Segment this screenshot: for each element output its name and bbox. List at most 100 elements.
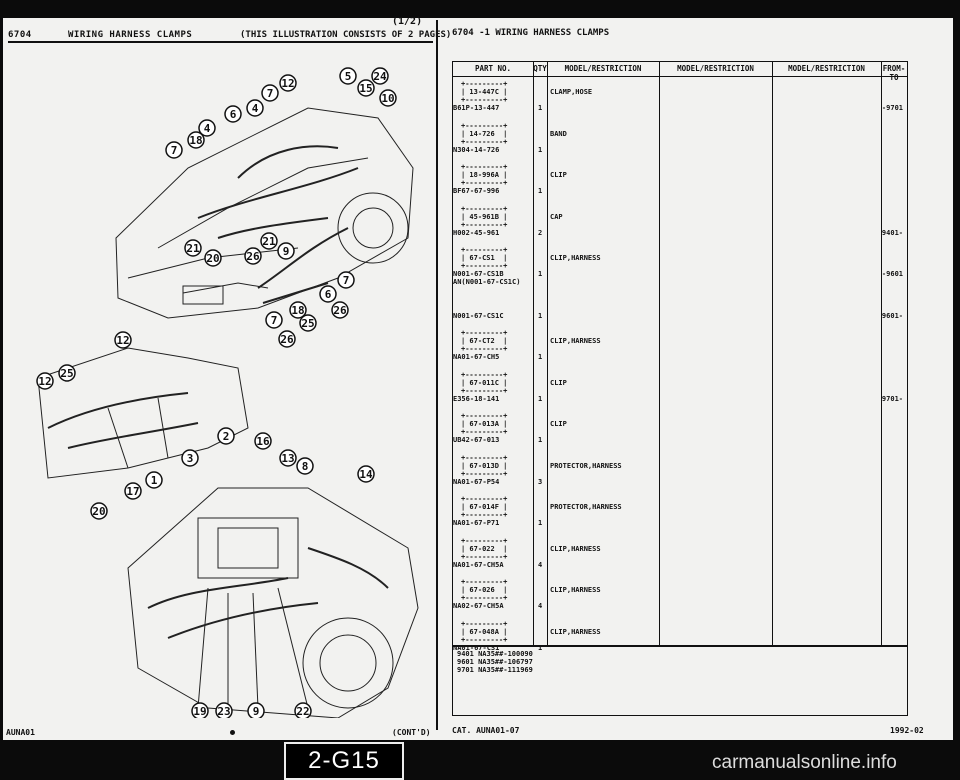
ref-box: +---------+ | 67-CS1 | +---------+ [461,246,508,270]
callout: 2 [217,427,235,445]
part-number: N001-67-CS1B [453,270,504,278]
callout: 6 [224,105,242,123]
svg-text:21: 21 [186,242,200,255]
callout: 12 [36,372,54,390]
col-line [547,62,548,645]
description: PROTECTOR,HARNESS [550,461,622,470]
svg-text:4: 4 [252,102,259,115]
col-from-to: FROM-TO [882,64,906,82]
svg-text:26: 26 [246,250,260,263]
table-row: +---------+ | 67-022 | +---------+NA01-6… [453,537,907,579]
callout: 25 [58,364,76,382]
table-row: +---------+ | 67-CT2 | +---------+NA01-6… [453,329,907,371]
callout: 15 [357,79,375,97]
svg-text:25: 25 [301,317,314,330]
svg-text:18: 18 [291,304,304,317]
quantity: 1 [538,436,543,444]
svg-text:3: 3 [187,452,194,465]
callout: 10 [379,89,397,107]
callout: 21 [184,239,202,257]
callout: 26 [331,301,349,319]
part-number: NA01-67-CH5 [453,353,500,361]
col-line [659,62,660,645]
callout: 7 [165,141,183,159]
part-number: N304-14-726 [453,145,500,154]
col-qty: QTY [533,64,547,73]
callout: 22 [294,702,312,718]
svg-text:10: 10 [381,92,394,105]
callout: 24 [371,67,389,85]
quantity: 1 [538,394,543,403]
svg-text:4: 4 [204,122,211,135]
table-row: +---------+ | 67-026 | +---------+NA02-6… [453,578,907,620]
description: CLAMP,HOSE [550,88,593,96]
part-number: NA02-67-CH5A [453,602,504,610]
quantity: 1 [538,519,543,527]
svg-text:2: 2 [223,430,230,443]
part-number-alt: AN(N001-67-CS1C) [453,278,521,286]
ref-box: +---------+ | 67-048A | +---------+ [461,619,508,644]
col-model-3: MODEL/RESTRICTION [788,64,865,73]
svg-text:26: 26 [333,304,347,317]
svg-text:6: 6 [230,108,237,121]
svg-text:9: 9 [253,705,260,718]
svg-text:15: 15 [359,82,372,95]
part-number: NA01-67-P54 [453,477,500,486]
part-number: BF67-67-996 [453,187,500,195]
svg-text:20: 20 [206,252,219,265]
callout: 23 [215,702,233,718]
quantity: 3 [538,477,543,486]
svg-text:13: 13 [281,452,294,465]
description: CLIP [550,171,567,179]
header-rule [8,41,433,43]
callout: 9 [247,702,265,718]
page-divider [436,20,438,730]
description: CLIP,HARNESS [550,337,601,345]
description: CLIP,HARNESS [550,544,601,553]
description: BAND [550,129,567,138]
watermark: carmanualsonline.info [712,752,897,773]
svg-text:19: 19 [193,705,206,718]
callout: 7 [261,84,279,102]
svg-text:7: 7 [271,314,278,327]
svg-text:7: 7 [267,87,274,100]
callout: 14 [357,465,375,483]
callout: 26 [244,247,262,265]
svg-text:12: 12 [116,334,129,347]
col-model-2: MODEL/RESTRICTION [677,64,754,73]
quantity: 2 [538,228,543,237]
svg-text:18: 18 [189,134,202,147]
description: CAP [550,212,563,221]
from-to: 9601- [881,311,903,320]
quantity: 1 [538,311,543,320]
svg-text:7: 7 [343,274,350,287]
description: CLIP,HARNESS [550,627,601,636]
col-part-no: PART NO. [474,64,512,73]
callout: 8 [296,457,314,475]
svg-text:6: 6 [325,288,332,301]
quantity: 4 [538,602,543,610]
quantity: 1 [538,187,543,195]
col-line [881,62,882,645]
callout: 26 [278,330,296,348]
callout: 20 [90,502,108,520]
serial-notes: 9401 NA35##-100090 9601 NA35##-106797 97… [457,650,533,674]
quantity: 1 [538,104,543,112]
svg-text:5: 5 [345,70,352,83]
ref-box: +---------+ | 18-996A | +---------+ [461,163,508,187]
front-wheel [302,617,394,709]
svg-text:7: 7 [171,144,178,157]
continued-label: (CONT'D) [392,728,431,737]
callout: 12 [279,74,297,92]
catalog-date: 1992-02 [890,726,924,735]
svg-text:24: 24 [373,70,387,83]
svg-text:12: 12 [38,375,51,388]
callout: 18 [187,131,205,149]
ref-box: +---------+ | 67-011C | +---------+ [461,370,508,395]
quantity: 1 [538,145,543,154]
svg-text:17: 17 [126,485,139,498]
svg-text:21: 21 [262,235,276,248]
part-number: UB42-67-013 [453,436,500,444]
table-row: +---------+ | 67-048A | +---------+NA01-… [453,620,907,662]
page-indicator: (1/2) [392,16,423,27]
